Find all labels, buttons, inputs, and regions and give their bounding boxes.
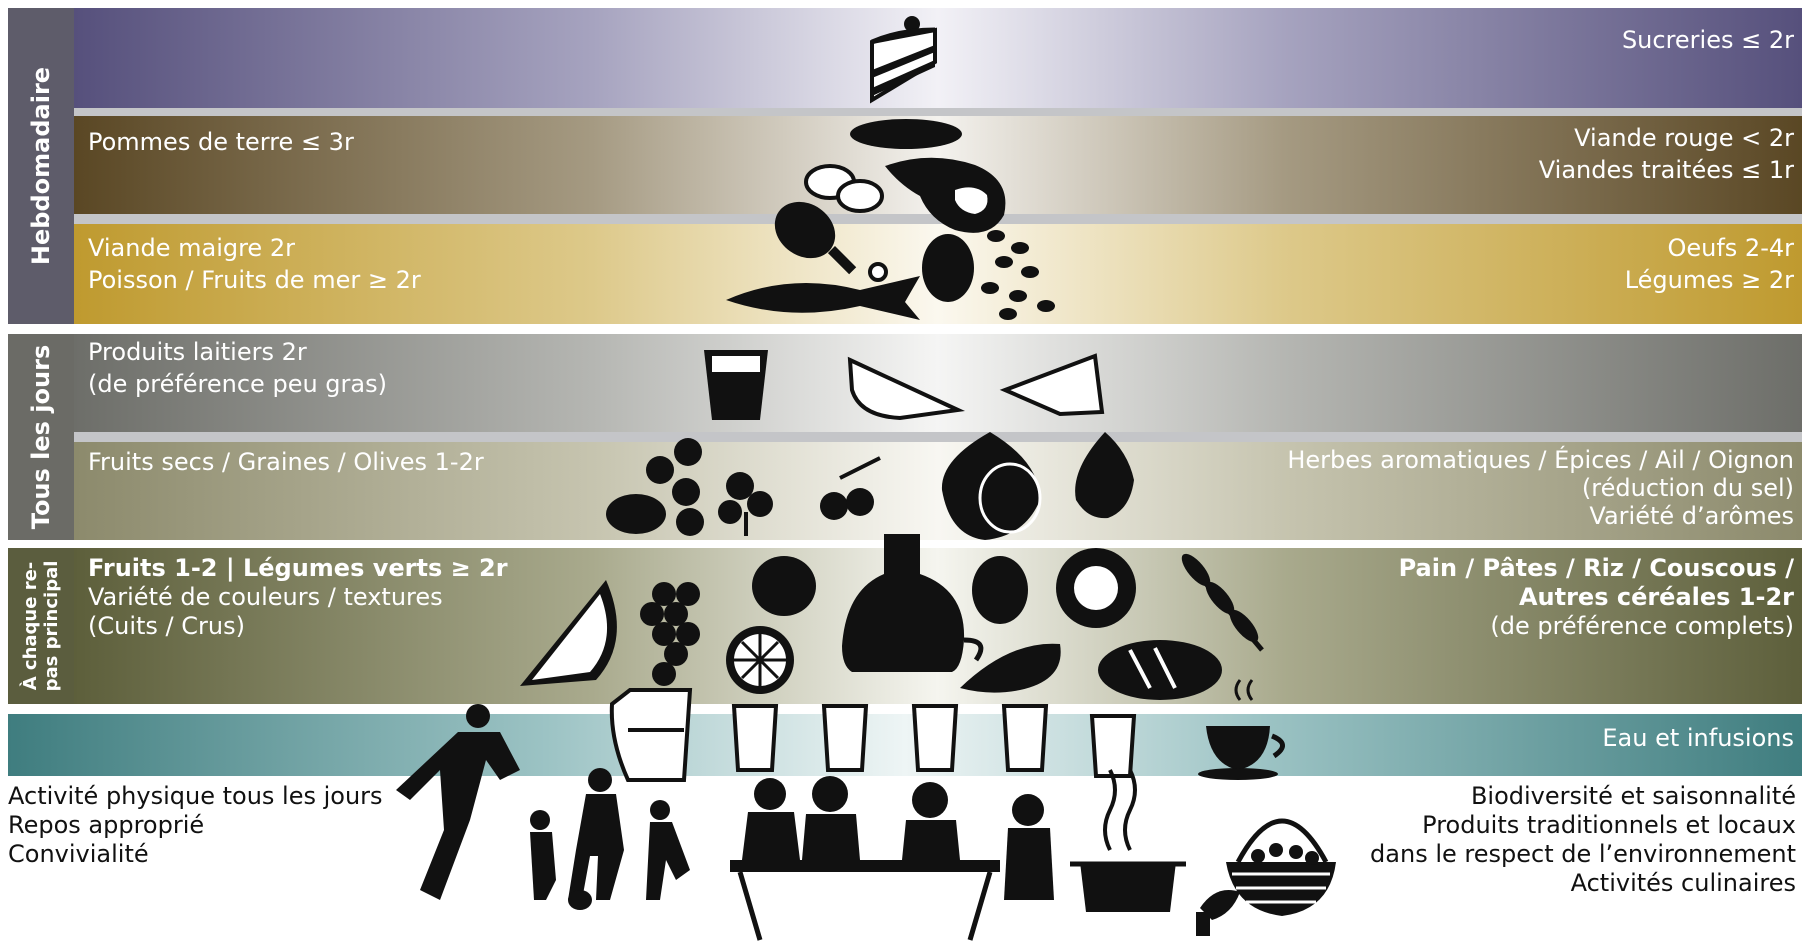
each-meal-line-2: pas principal	[41, 560, 62, 692]
dairy-left-text: Produits laitiers 2r (de préférence peu …	[88, 336, 387, 400]
plants-right-line-2: Autres céréales 1-2r	[1518, 583, 1794, 611]
band-sweets: Sucreries ≤ 2r	[74, 8, 1802, 108]
footer-right-line-1: Biodiversité et saisonnalité	[1470, 782, 1796, 810]
dairy-left-line-2: (de préférence peu gras)	[88, 370, 387, 398]
protein-right-line-2: Légumes ≥ 2r	[1624, 266, 1794, 294]
sweets-right-text: Sucreries ≤ 2r	[1622, 24, 1794, 56]
sweets-right-line: Sucreries ≤ 2r	[1621, 26, 1794, 54]
plants-left-text: Fruits 1-2 | Légumes verts ≥ 2r Variété …	[88, 554, 508, 641]
plants-left-line-3: (Cuits / Crus)	[88, 612, 245, 640]
plants-right-line-1: Pain / Pâtes / Riz / Couscous /	[1398, 554, 1794, 582]
footer-left-line-1: Activité physique tous les jours	[8, 782, 383, 810]
meat-right-line-2: Viandes traitées ≤ 1r	[1538, 156, 1794, 184]
side-label-each-meal: À chaque re- pas principal	[8, 548, 74, 704]
divider	[74, 432, 1802, 442]
protein-left-line-2: Poisson / Fruits de mer ≥ 2r	[88, 266, 421, 294]
meat-right-line-1: Viande rouge < 2r	[1574, 124, 1794, 152]
cooking-pot-icon	[1070, 769, 1186, 912]
footer-left-line-3: Convivialité	[8, 840, 149, 868]
footer-right-line-3: dans le respect de l’environnement	[1370, 840, 1796, 868]
plants-right-text: Pain / Pâtes / Riz / Couscous / Autres c…	[1399, 554, 1794, 641]
footer-left-text: Activité physique tous les jours Repos a…	[8, 782, 383, 869]
protein-left-line-1: Viande maigre 2r	[88, 234, 295, 262]
meat-right-text: Viande rouge < 2r Viandes traitées ≤ 1r	[1539, 122, 1794, 186]
footer-right-line-4: Activités culinaires	[1570, 869, 1796, 897]
water-right-line: Eau et infusions	[1602, 724, 1794, 752]
divider	[74, 214, 1802, 224]
band-plants: Fruits 1-2 | Légumes verts ≥ 2r Variété …	[74, 548, 1802, 704]
side-label-daily: Tous les jours	[8, 334, 74, 540]
nuts-right-text: Herbes aromatiques / Épices / Ail / Oign…	[1287, 446, 1794, 530]
each-meal-label: À chaque re- pas principal	[20, 561, 62, 692]
weekly-label: Hebdomadaire	[27, 66, 55, 266]
meat-left-text: Pommes de terre ≤ 3r	[88, 126, 354, 158]
basket-icon	[1226, 818, 1336, 916]
daily-label: Tous les jours	[27, 344, 55, 530]
nuts-right-line-2: (réduction du sel)	[1581, 474, 1794, 502]
side-label-weekly: Hebdomadaire	[8, 8, 74, 324]
nuts-left-line: Fruits secs / Graines / Olives 1-2r	[88, 448, 484, 476]
nuts-left-text: Fruits secs / Graines / Olives 1-2r	[88, 446, 484, 478]
band-protein: Viande maigre 2r Poisson / Fruits de mer…	[74, 224, 1802, 324]
band-water: Eau et infusions	[8, 714, 1802, 776]
plants-left-line-1: Fruits 1-2 | Légumes verts ≥ 2r	[88, 554, 508, 582]
nuts-right-line-1: Herbes aromatiques / Épices / Ail / Oign…	[1287, 446, 1794, 474]
band-dairy: Produits laitiers 2r (de préférence peu …	[74, 334, 1802, 432]
meat-left-line: Pommes de terre ≤ 3r	[88, 128, 354, 156]
plants-right-line-3: (de préférence complets)	[1490, 612, 1794, 640]
mushroom-icon	[1196, 890, 1240, 936]
each-meal-line-1: À chaque re-	[20, 561, 41, 691]
band-meat: Pommes de terre ≤ 3r Viande rouge < 2r V…	[74, 116, 1802, 214]
nuts-right-line-3: Variété d’arômes	[1589, 502, 1794, 530]
band-nuts: Fruits secs / Graines / Olives 1-2r Herb…	[74, 442, 1802, 540]
protein-left-text: Viande maigre 2r Poisson / Fruits de mer…	[88, 232, 421, 296]
dairy-left-line-1: Produits laitiers 2r	[88, 338, 307, 366]
footer-right-text: Biodiversité et saisonnalité Produits tr…	[1370, 782, 1796, 898]
plants-left-line-2: Variété de couleurs / textures	[88, 583, 443, 611]
footer-left-line-2: Repos approprié	[8, 811, 205, 839]
divider	[74, 108, 1802, 116]
footer-right-line-2: Produits traditionnels et locaux	[1422, 811, 1796, 839]
family-meal-icon	[730, 776, 1054, 941]
protein-right-line-1: Oeufs 2-4r	[1667, 234, 1794, 262]
protein-right-text: Oeufs 2-4r Légumes ≥ 2r	[1625, 232, 1794, 296]
